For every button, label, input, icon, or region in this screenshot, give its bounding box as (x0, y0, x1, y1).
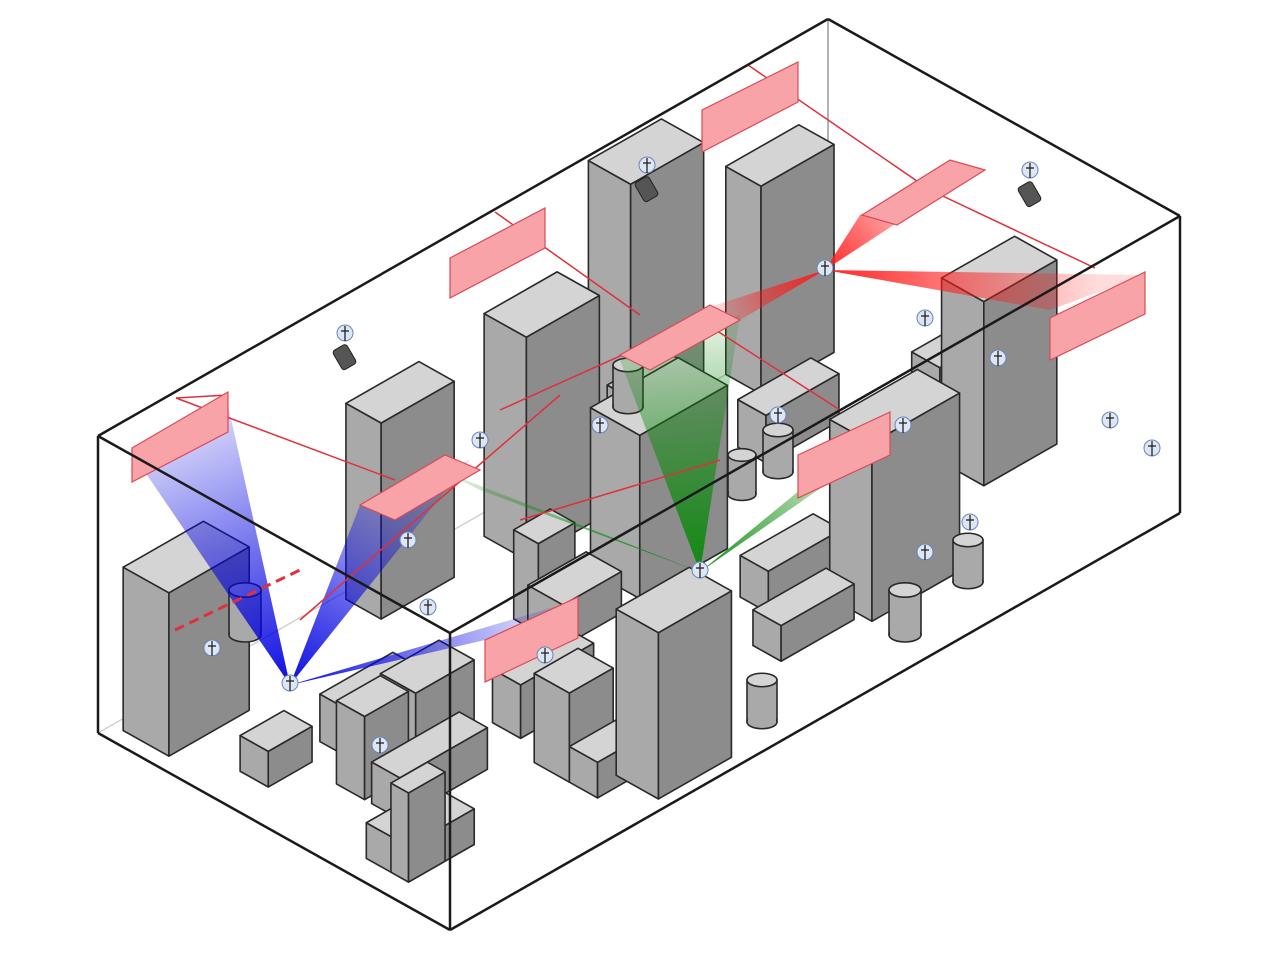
equipment-block (724, 123, 835, 395)
equipment-layer (122, 118, 1058, 883)
access-point-antenna-icon (536, 646, 554, 664)
equipment-top-face (239, 709, 313, 753)
ceiling-camera-icon (634, 176, 659, 203)
link-line (175, 394, 229, 399)
reflector-panel (484, 596, 579, 683)
reflector-panel (1049, 271, 1146, 361)
signal-beam (440, 470, 700, 572)
access-point-antenna-icon (591, 416, 609, 434)
access-point-antenna-icon (336, 324, 354, 342)
room-edge (97, 731, 451, 932)
reflector-panel (860, 159, 987, 226)
equipment-top-face (526, 551, 623, 606)
link-lines (174, 64, 1096, 632)
equipment-top-face (483, 271, 601, 339)
link-line (699, 319, 841, 411)
room-edge (449, 511, 1181, 932)
equipment-side-face (483, 312, 528, 561)
tank-cylinder (746, 672, 778, 730)
tank-cylinder (727, 447, 757, 502)
room-edge (97, 17, 829, 438)
equipment-block (752, 567, 855, 663)
equipment-top-face (615, 566, 733, 634)
access-point-antenna-icon (989, 349, 1007, 367)
signal-beam (290, 600, 578, 685)
access-point-antenna-icon (816, 259, 834, 277)
room-edge (449, 214, 1181, 635)
reflector-panels (131, 61, 1146, 683)
access-point-antenna-icon (1021, 161, 1039, 179)
dashed-link-line (174, 568, 301, 632)
access-point-antenna-icon (471, 431, 489, 449)
equipment-side-face (122, 566, 170, 757)
link-line (519, 459, 721, 521)
access-point-antenna-icon (419, 598, 437, 616)
equipment-block (239, 709, 313, 788)
tank-top (888, 581, 922, 598)
reflector-panel (131, 390, 229, 483)
tank-cylinder (888, 581, 922, 643)
equipment-top-face (752, 567, 855, 627)
equipment-top-face (739, 512, 843, 573)
reflector-panel (618, 304, 742, 371)
equipment-block (390, 761, 446, 883)
access-point-antenna-icon (916, 309, 934, 327)
reflector-panel (797, 411, 891, 499)
equipment-top-face (724, 123, 835, 187)
room-edge (97, 434, 451, 635)
access-point-antenna-icon (371, 736, 389, 754)
equipment-top-face (345, 360, 455, 424)
access-point-antenna-icon (281, 674, 299, 692)
equipment-top-face (335, 674, 410, 718)
signal-beam (700, 270, 825, 320)
ceiling-camera-icon (1017, 181, 1042, 208)
reflector-panel (701, 61, 799, 153)
tank-top (952, 532, 984, 548)
equipment-top-face (736, 357, 840, 417)
ceiling-camera-icon (332, 344, 357, 371)
access-point-antenna-icon (638, 156, 656, 174)
equipment-top-face (533, 647, 615, 694)
link-line (929, 189, 1096, 269)
access-point-antenna-icon (691, 561, 709, 579)
room-edge (827, 17, 1181, 218)
access-point-antenna-icon (1101, 411, 1119, 429)
room-front-edges (96, 17, 1182, 932)
access-point-antenna-icon (961, 513, 979, 531)
access-point-antenna-icon (916, 543, 934, 561)
access-point-antenna-icon (203, 639, 221, 657)
access-point-antenna-icon (894, 416, 912, 434)
equipment-block (483, 271, 601, 561)
tank-cylinder (952, 532, 984, 590)
signal-beam (620, 315, 740, 572)
link-line (299, 394, 561, 621)
equipment-side-face (335, 699, 366, 801)
equipment-top-face (587, 118, 705, 186)
equipment-top-face (370, 711, 489, 779)
equipment-block (615, 566, 733, 800)
access-point-antenna-icon (1143, 439, 1161, 457)
tank-top (762, 422, 794, 438)
access-point-antenna-icon (769, 406, 787, 424)
equipment-top-face (390, 761, 446, 794)
tank-top (746, 672, 778, 688)
reflector-panel (449, 207, 546, 299)
tank-top (727, 447, 757, 463)
signal-beam (825, 270, 1145, 310)
camera-body (332, 344, 357, 371)
access-point-antenna-icon (399, 531, 417, 549)
camera-body (634, 176, 659, 203)
camera-body (1017, 181, 1042, 208)
equipment-side-face (390, 782, 410, 883)
equipment-side-face (615, 608, 660, 800)
reflector-panel (358, 454, 482, 521)
signal-beam (290, 460, 470, 685)
access-points (203, 156, 1161, 754)
